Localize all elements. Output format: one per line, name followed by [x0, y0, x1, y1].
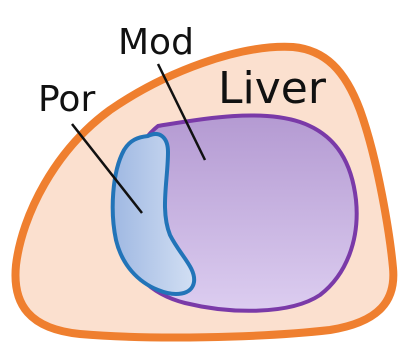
liver-label: Liver: [218, 63, 327, 114]
por-label: Por: [38, 79, 95, 120]
mod-label: Mod: [118, 22, 194, 63]
